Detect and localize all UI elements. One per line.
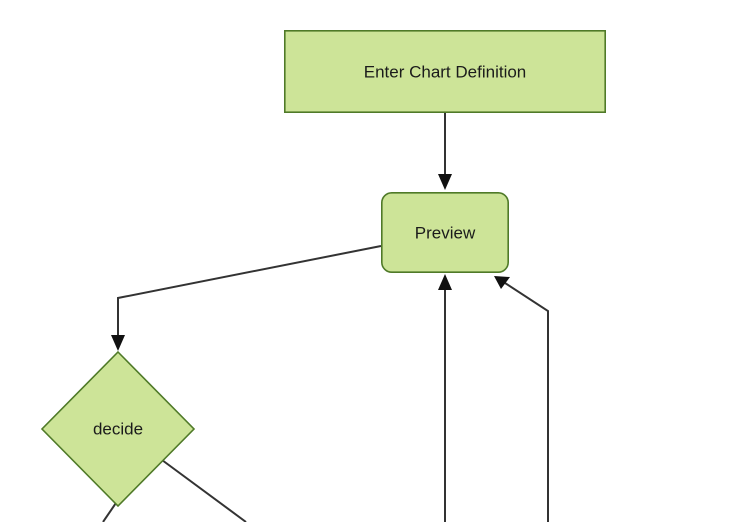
edge-enter-to-preview xyxy=(438,113,452,190)
edge-preview-to-decide-path xyxy=(117,245,382,338)
edge-return-right-to-preview xyxy=(494,276,549,522)
node-enter-chart-definition-shape[interactable] xyxy=(283,29,606,114)
node-preview[interactable]: Preview xyxy=(380,192,509,274)
arrowhead-into-preview-top xyxy=(438,174,452,190)
edge-preview-to-decide xyxy=(111,245,382,351)
edge-return-center-to-preview xyxy=(438,274,452,522)
node-decide-shape[interactable] xyxy=(40,350,196,508)
edge-decide-to-bottom-right-path xyxy=(161,459,247,522)
arrowhead-into-decide-top xyxy=(111,335,125,351)
edge-return-right-path xyxy=(504,282,549,522)
node-layer: Enter Chart Definition Preview decide xyxy=(40,29,606,508)
node-decide[interactable]: decide xyxy=(40,350,196,508)
edge-layer xyxy=(102,113,549,522)
edge-decide-to-bottom-right xyxy=(161,459,247,522)
node-enter-chart-definition[interactable]: Enter Chart Definition xyxy=(283,29,606,114)
arrowhead-into-preview-bottom-right xyxy=(494,276,510,289)
arrowhead-into-preview-bottom-center xyxy=(438,274,452,290)
node-preview-shape[interactable] xyxy=(380,192,509,274)
